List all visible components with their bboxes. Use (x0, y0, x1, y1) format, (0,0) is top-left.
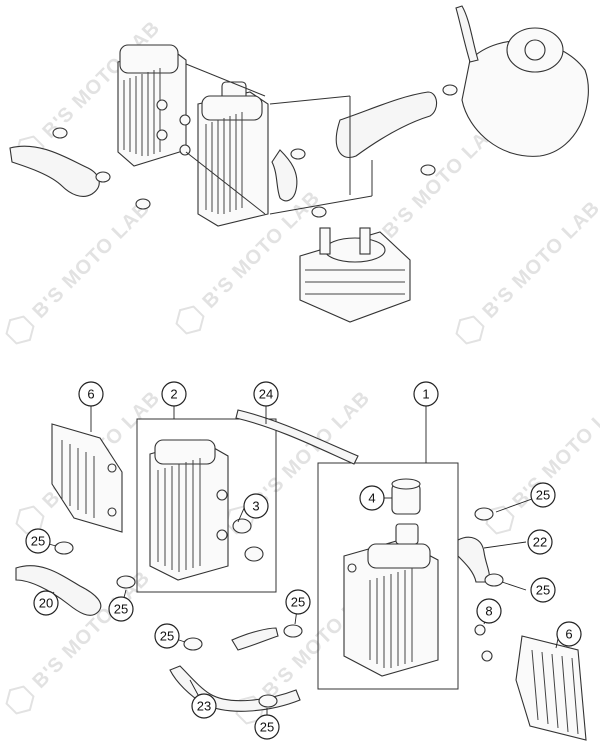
callout-25-f: 25 (154, 623, 180, 649)
right-radiator-guard (515, 635, 587, 741)
callout-label: 6 (87, 387, 94, 402)
callout-label: 3 (252, 499, 259, 514)
left-radiator-guard (51, 423, 123, 533)
callout-25-b: 25 (530, 482, 556, 508)
callout-label: 25 (536, 583, 550, 598)
callout-25-c: 25 (108, 596, 134, 622)
upper-hose (457, 536, 490, 583)
callout-24: 24 (253, 381, 279, 407)
bottom-assembly-view (15, 409, 587, 741)
callout-2: 2 (161, 381, 187, 407)
callout-8: 8 (476, 598, 502, 624)
callout-label: 23 (197, 699, 211, 714)
screw-upper (474, 624, 486, 636)
callout-22: 22 (527, 529, 553, 555)
callout-20: 20 (33, 590, 59, 616)
callout-label: 6 (565, 627, 572, 642)
top-hose-right (335, 91, 438, 158)
callout-label: 20 (39, 596, 53, 611)
screw-lower (481, 650, 493, 662)
cylinder-head (299, 227, 411, 323)
callout-label: 25 (31, 534, 45, 549)
callout-25-g: 25 (254, 714, 280, 740)
callout-label: 25 (536, 488, 550, 503)
callout-25-e: 25 (285, 589, 311, 615)
callout-1: 1 (413, 381, 439, 407)
callout-label: 8 (485, 604, 492, 619)
top-left-radiator (117, 44, 187, 167)
callout-label: 4 (368, 491, 375, 506)
top-hose-left (9, 145, 100, 197)
callout-6-left: 6 (78, 381, 104, 407)
callout-4: 4 (359, 485, 385, 511)
watermark-text: B'S MOTO LAB (28, 197, 154, 323)
top-assembly-view (9, 5, 589, 323)
callout-label: 25 (114, 602, 128, 617)
callout-23: 23 (191, 693, 217, 719)
callout-3: 3 (243, 493, 269, 519)
left-radiator (149, 439, 229, 581)
callout-label: 24 (259, 387, 273, 402)
callout-25-d: 25 (530, 577, 556, 603)
left-radiator-kit-frame (136, 418, 277, 593)
callout-label: 2 (170, 387, 177, 402)
right-radiator (343, 523, 439, 677)
callout-6-right: 6 (556, 621, 582, 647)
callout-label: 25 (260, 720, 274, 735)
pump-cover (455, 5, 589, 157)
watermark-text: B'S MOTO LAB (478, 197, 600, 323)
grommet-bottom (244, 546, 264, 562)
radiator-cap (391, 478, 421, 515)
callout-label: 1 (422, 387, 429, 402)
left-hose (15, 565, 102, 616)
callout-label: 25 (291, 595, 305, 610)
callout-label: 22 (533, 535, 547, 550)
overflow-hose (235, 409, 359, 465)
callout-25-a: 25 (25, 528, 51, 554)
top-right-radiator (179, 81, 269, 227)
grommet-top (232, 518, 252, 534)
top-hose-middle (271, 149, 298, 202)
right-radiator-kit-frame (317, 462, 459, 690)
callout-label: 25 (160, 629, 174, 644)
